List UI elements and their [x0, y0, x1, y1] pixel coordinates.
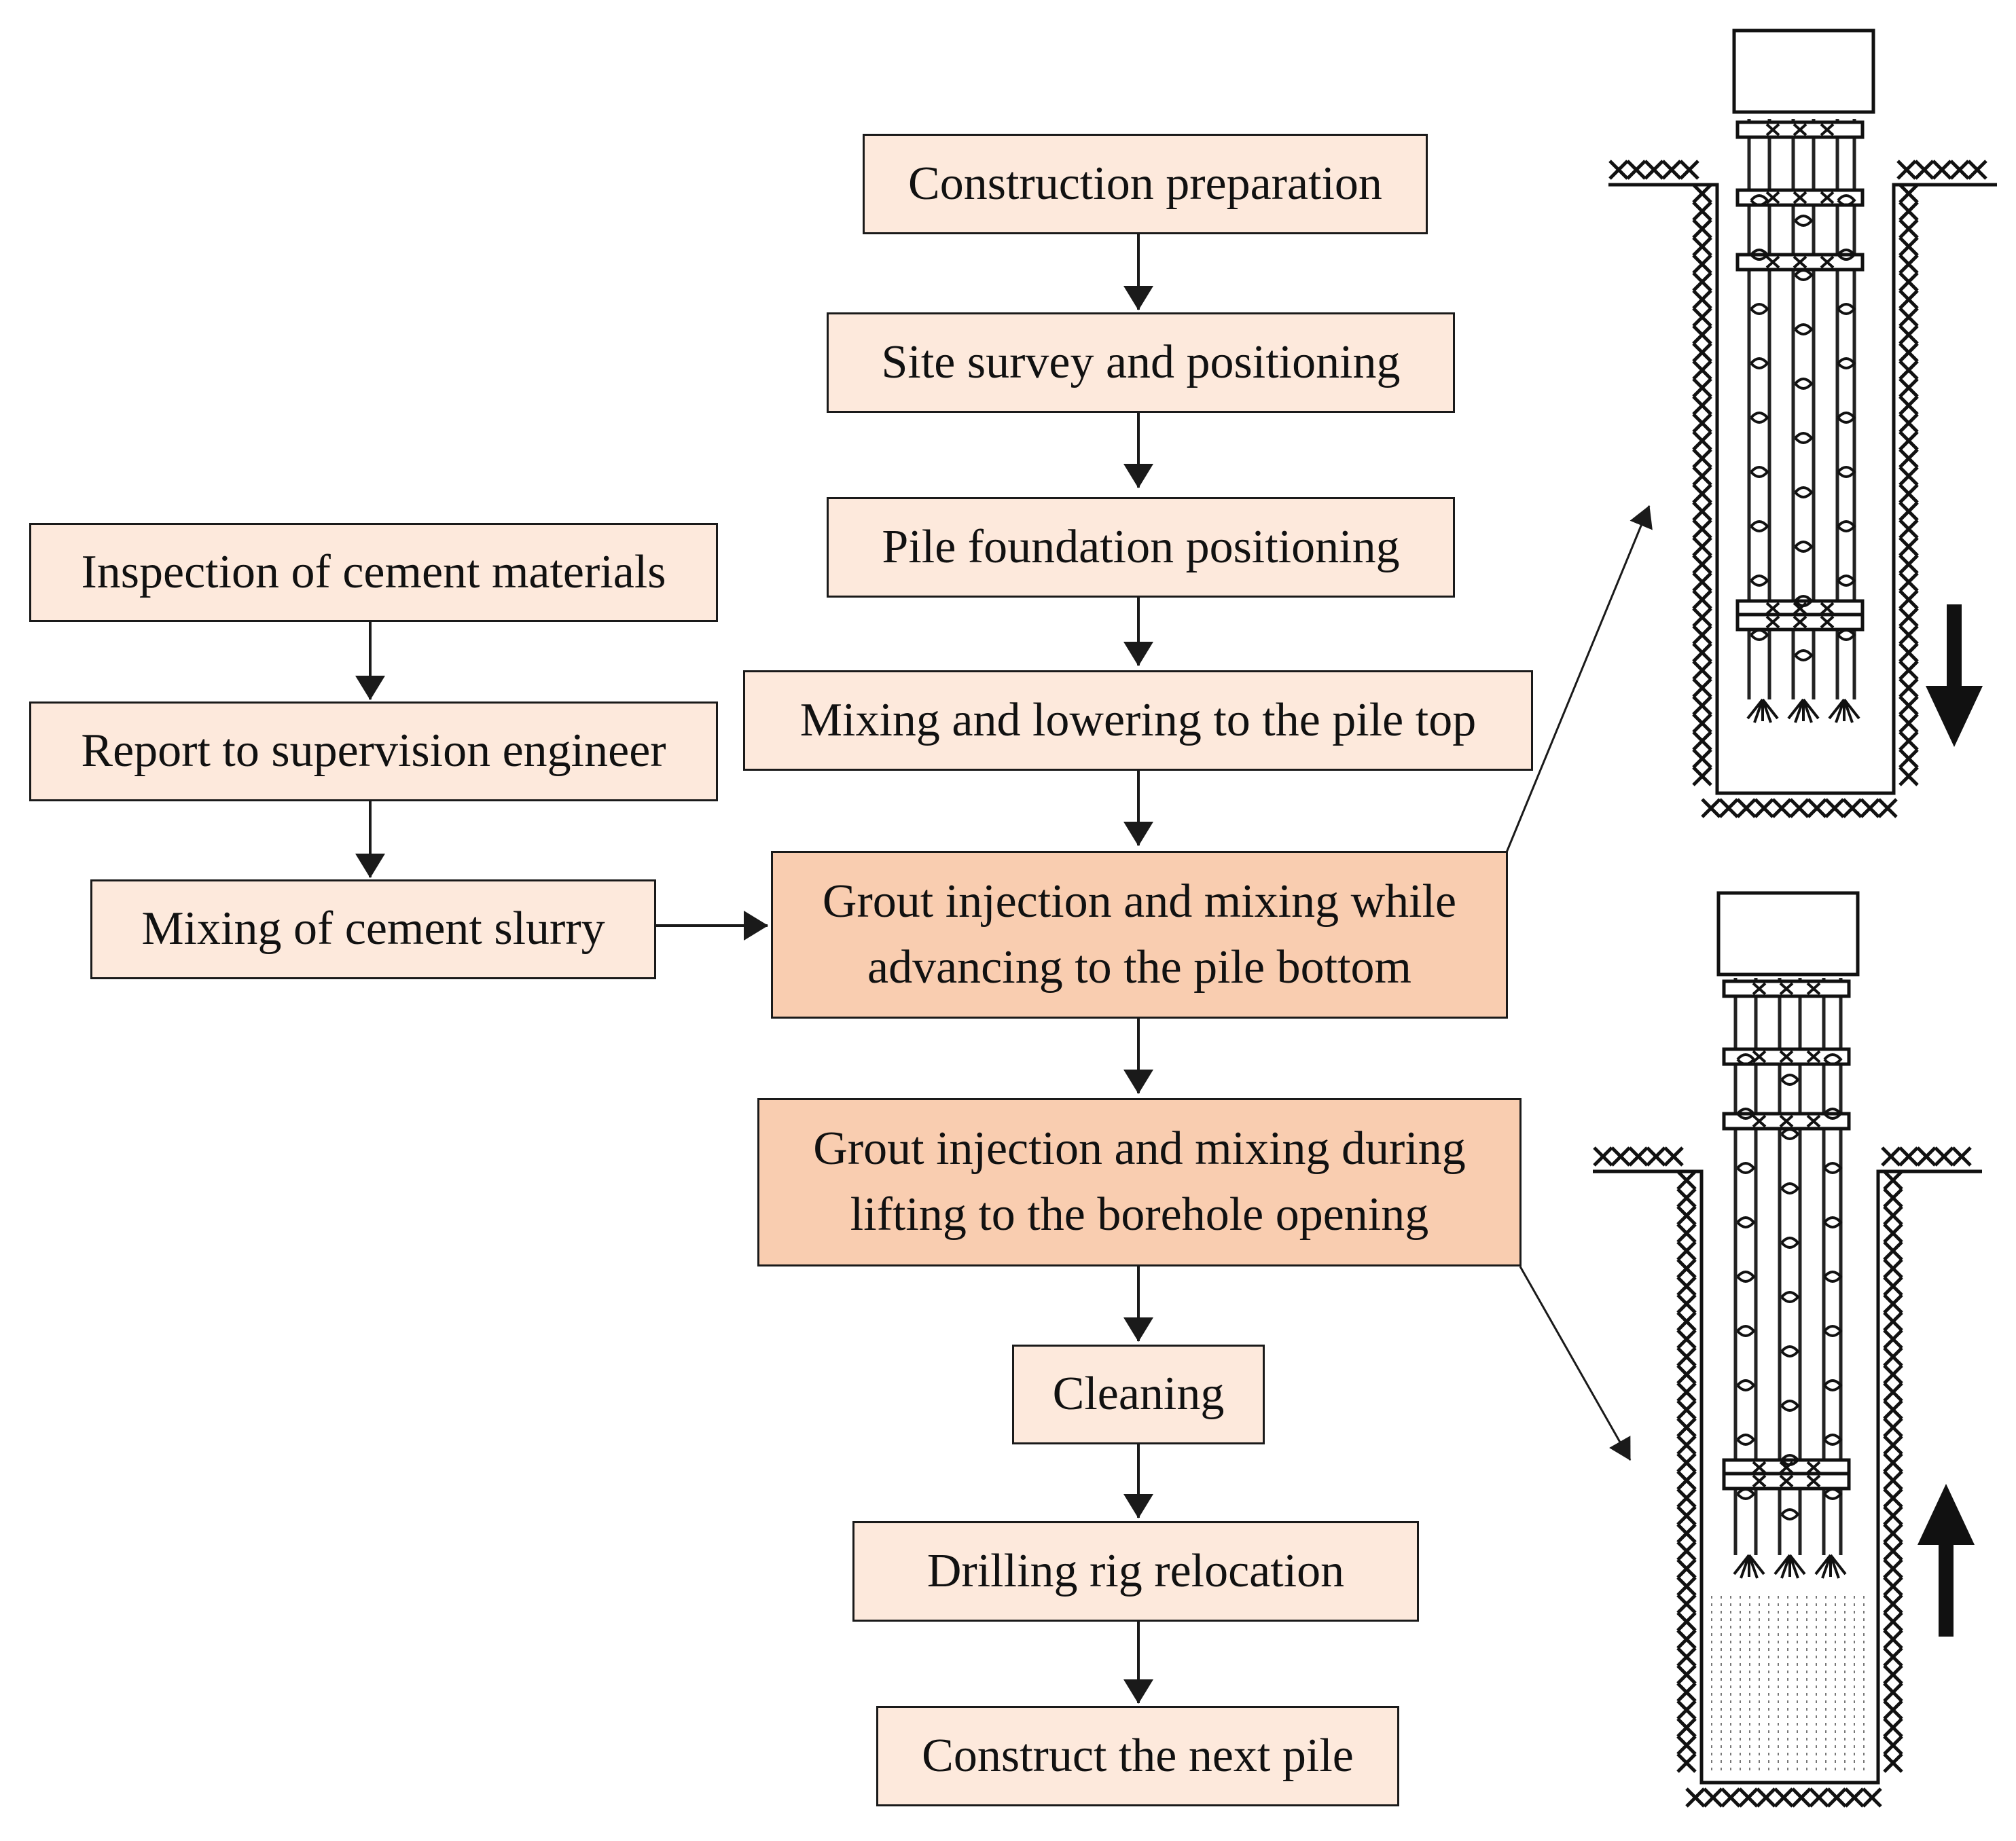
step-pile-foundation-positioning: Pile foundation positioning — [827, 497, 1455, 598]
step-site-survey: Site survey and positioning — [827, 312, 1455, 413]
step-label: Construct the next pile — [922, 1729, 1354, 1782]
step-label: Pile foundation positioning — [882, 520, 1400, 573]
step-label: Site survey and positioning — [881, 335, 1401, 388]
drill-cap-bottom — [1716, 891, 1860, 977]
step-rig-relocation: Drilling rig relocation — [852, 1521, 1419, 1622]
step-label-line-1: Grout injection and mixing while — [822, 875, 1457, 928]
soil-hatching — [1608, 160, 1987, 818]
drilling-down-illustration — [1608, 29, 1997, 818]
step-label: Construction preparation — [908, 157, 1382, 210]
step-grout-lifting: Grout injection and mixing during liftin… — [757, 1098, 1522, 1266]
step-label: Drilling rig relocation — [926, 1544, 1345, 1597]
down-arrow-icon — [1926, 604, 1983, 747]
step-label: Report to supervision engineer — [81, 725, 666, 778]
step-grout-advancing: Grout injection and mixing while advanci… — [771, 851, 1508, 1019]
step-label-line-2: lifting to the borehole opening — [850, 1188, 1429, 1241]
soil-hatching — [1593, 1146, 1972, 1808]
mixing-shaft-assembly — [1722, 978, 1851, 1579]
step-construction-preparation: Construction preparation — [863, 134, 1428, 234]
step-label-line-1: Grout injection and mixing during — [813, 1123, 1466, 1175]
step-mixing-lowering: Mixing and lowering to the pile top — [743, 670, 1533, 771]
step-label: Inspection of cement materials — [81, 545, 666, 598]
step-mixing-slurry: Mixing of cement slurry — [90, 879, 656, 979]
step-label: Mixing and lowering to the pile top — [799, 693, 1477, 746]
step-inspection-cement: Inspection of cement materials — [29, 523, 718, 622]
diagonal-arrow-up — [1505, 505, 1653, 853]
mixing-shaft-assembly — [1735, 119, 1865, 723]
diagonal-arrow-down — [1519, 1266, 1632, 1461]
step-label: Mixing of cement slurry — [141, 903, 605, 955]
drill-cap-top — [1732, 29, 1875, 114]
step-next-pile: Construct the next pile — [876, 1706, 1399, 1806]
up-arrow-icon — [1918, 1484, 1975, 1637]
grouted-zone — [1711, 1596, 1865, 1774]
step-cleaning: Cleaning — [1012, 1345, 1265, 1444]
drilling-up-illustration — [1593, 891, 1982, 1808]
step-label: Cleaning — [1052, 1368, 1225, 1421]
step-label-line-2: advancing to the pile bottom — [867, 941, 1411, 994]
step-report-supervision: Report to supervision engineer — [29, 701, 718, 801]
